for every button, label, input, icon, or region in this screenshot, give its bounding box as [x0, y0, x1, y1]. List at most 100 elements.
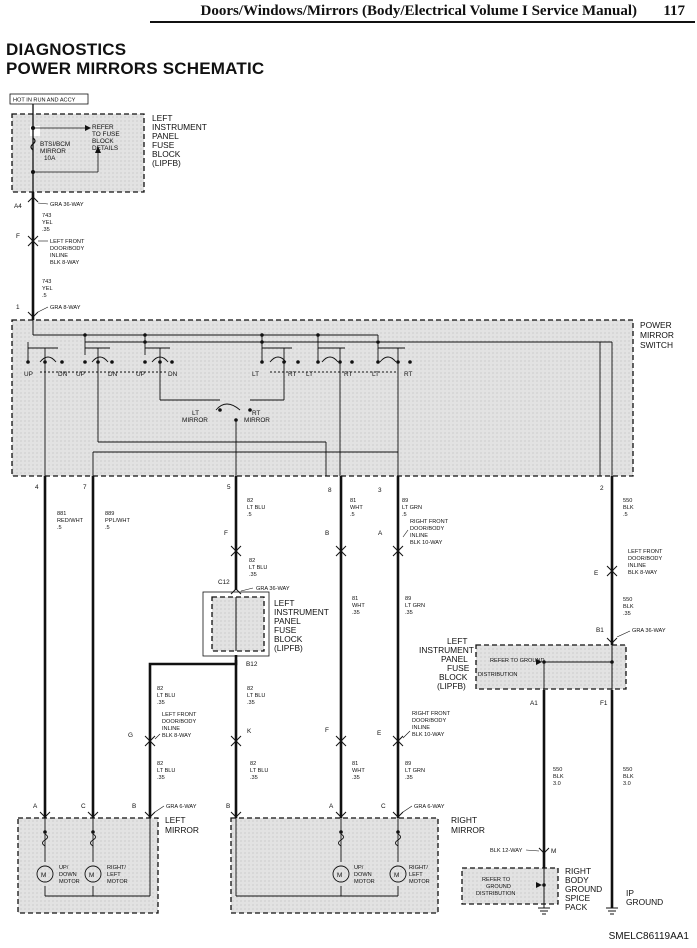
h550-c: 3.0 [623, 781, 631, 787]
lm-pin-a: A [33, 803, 38, 810]
rm-label-2: MIRROR [451, 825, 485, 835]
m89-c: .35 [405, 610, 413, 616]
lm-m1b: DOWN [59, 872, 77, 878]
rm-pin-b: B [226, 803, 230, 810]
diagram-title: POWER MIRRORS SCHEMATIC [6, 59, 265, 78]
w82-b: LT BLU [247, 505, 265, 511]
lm-pin-c: C [81, 803, 86, 810]
w881-c: .5 [57, 525, 62, 531]
rm-m2c: MOTOR [409, 879, 430, 885]
pin-5: 5 [227, 484, 231, 491]
pin-3: 3 [378, 487, 382, 494]
fuse-refer-3: BLOCK [92, 138, 114, 145]
lt-mirror-label-1: LT [192, 410, 199, 417]
switch-label-2: MIRROR [640, 330, 674, 340]
rm-label-1: RIGHT [451, 815, 477, 825]
lm-m2a: RIGHT/ [107, 865, 126, 871]
q82-a: 82 [250, 761, 256, 767]
fuse-block-top: BTSI/BCM MIRROR 10A REFER TO FUSE BLOCK … [11, 104, 207, 193]
switch-up-2: UP [76, 371, 85, 378]
w82-c: .5 [247, 512, 252, 518]
fuse-block-label-1: LEFT [152, 113, 172, 123]
fuse-refer-2: TO FUSE [92, 131, 120, 138]
gp-label-1: RIGHT [565, 866, 591, 876]
pin-k: K [247, 728, 252, 735]
lm-pin-b: B [132, 803, 136, 810]
pin-4: 4 [35, 484, 39, 491]
rf-inline-6: DOOR/BODY [412, 718, 446, 724]
q89-c: .35 [405, 775, 413, 781]
w550-c: .5 [623, 512, 628, 518]
rm-m1b: DOWN [354, 872, 372, 878]
connector-gra36: GRA 36-WAY [50, 202, 84, 208]
o82-c: .35 [247, 700, 255, 706]
w881-a: 881 [57, 511, 66, 517]
w82-a: 82 [247, 498, 253, 504]
header-rule [150, 21, 695, 23]
pin-e-lower: E [377, 730, 381, 737]
pin-e-upper: E [594, 570, 598, 577]
switch-rt-3: RT [404, 371, 412, 378]
pin-b12: B12 [246, 661, 258, 668]
rm-m2b: LEFT [409, 872, 423, 878]
lm-m1c: MOTOR [59, 879, 80, 885]
feed-wire: A4 GRA 36-WAY 743 YEL .35 F LEFT FRONT D… [14, 192, 85, 320]
right-mirror: B A C GRA 6-WAY M M UP/ DOWN MOTOR RIGHT… [226, 803, 485, 914]
inline-label-4: BLK 8-WAY [50, 260, 79, 266]
right-fuse-label-2: INSTRUMENT [419, 645, 474, 655]
w89-a: 89 [402, 498, 408, 504]
glf-inline-1: LEFT FRONT [162, 712, 197, 718]
gauge-5: .5 [42, 293, 47, 299]
g550-b: BLK [553, 774, 564, 780]
circuit-743b: 743 [42, 279, 51, 285]
w81-c: .5 [350, 512, 355, 518]
pin-a4: A4 [14, 203, 22, 210]
fuse-block-right: REFER TO GROUND DISTRIBUTION LEFT INSTRU… [419, 636, 627, 707]
w550-a: 550 [623, 498, 632, 504]
w89-c: .5 [402, 512, 407, 518]
switch-up-3: UP [136, 371, 145, 378]
p82-b: LT BLU [157, 768, 175, 774]
inline-label-2: DOOR/BODY [50, 246, 84, 252]
mid-fuse-label-6: (LIPFB) [274, 643, 303, 653]
w889-a: 889 [105, 511, 114, 517]
switch-dn-3: DN [168, 371, 178, 378]
q81-c: .35 [352, 775, 360, 781]
switch-label-1: POWER [640, 320, 672, 330]
fuse-name-2: MIRROR [40, 148, 66, 155]
switch-rt-1: RT [288, 371, 296, 378]
lf-inline-1: LEFT FRONT [628, 549, 663, 555]
m550-c: .35 [623, 611, 631, 617]
pin-2: 2 [600, 485, 604, 492]
rt-mirror-label-1: RT [252, 410, 260, 417]
w889-c: .5 [105, 525, 110, 531]
right-fuse-label-5: BLOCK [439, 672, 468, 682]
lm-gra6: GRA 6-WAY [166, 804, 197, 810]
m81-b: WHT [352, 603, 365, 609]
lf-inline-4: BLK 8-WAY [628, 570, 657, 576]
color-yel: YEL [42, 220, 53, 226]
m550-a: 550 [623, 597, 632, 603]
pin-f: F [16, 233, 20, 240]
connector-gra8: GRA 8-WAY [50, 305, 81, 311]
fuse-block-label-4: FUSE [152, 140, 175, 150]
n82-c: .35 [157, 700, 165, 706]
m81-a: 81 [352, 596, 358, 602]
gp-label-4: SPICE [565, 893, 591, 903]
q81-b: WHT [352, 768, 365, 774]
rf-inline-3: INLINE [410, 533, 428, 539]
q89-b: LT GRN [405, 768, 425, 774]
switch-lt-1: LT [252, 371, 259, 378]
mid-fuse-label-5: BLOCK [274, 634, 303, 644]
lm-m2c: MOTOR [107, 879, 128, 885]
right-fuse-label-6: (LIPFB) [437, 681, 466, 691]
connector-gra36-b: GRA 36-WAY [256, 586, 290, 592]
rm-pin-a: A [329, 803, 334, 810]
pin-b1: B1 [596, 627, 604, 634]
power-mirror-switch: UP DN UP DN UP DN LT RT LT RT LT RT [11, 319, 674, 494]
reference-code: SMELC86119AA1 [608, 931, 689, 942]
section-title: DIAGNOSTICS [6, 40, 127, 59]
switch-dn-2: DN [108, 371, 118, 378]
pin-f-lower: F [325, 727, 329, 734]
pin-b-upper: B [325, 530, 329, 537]
